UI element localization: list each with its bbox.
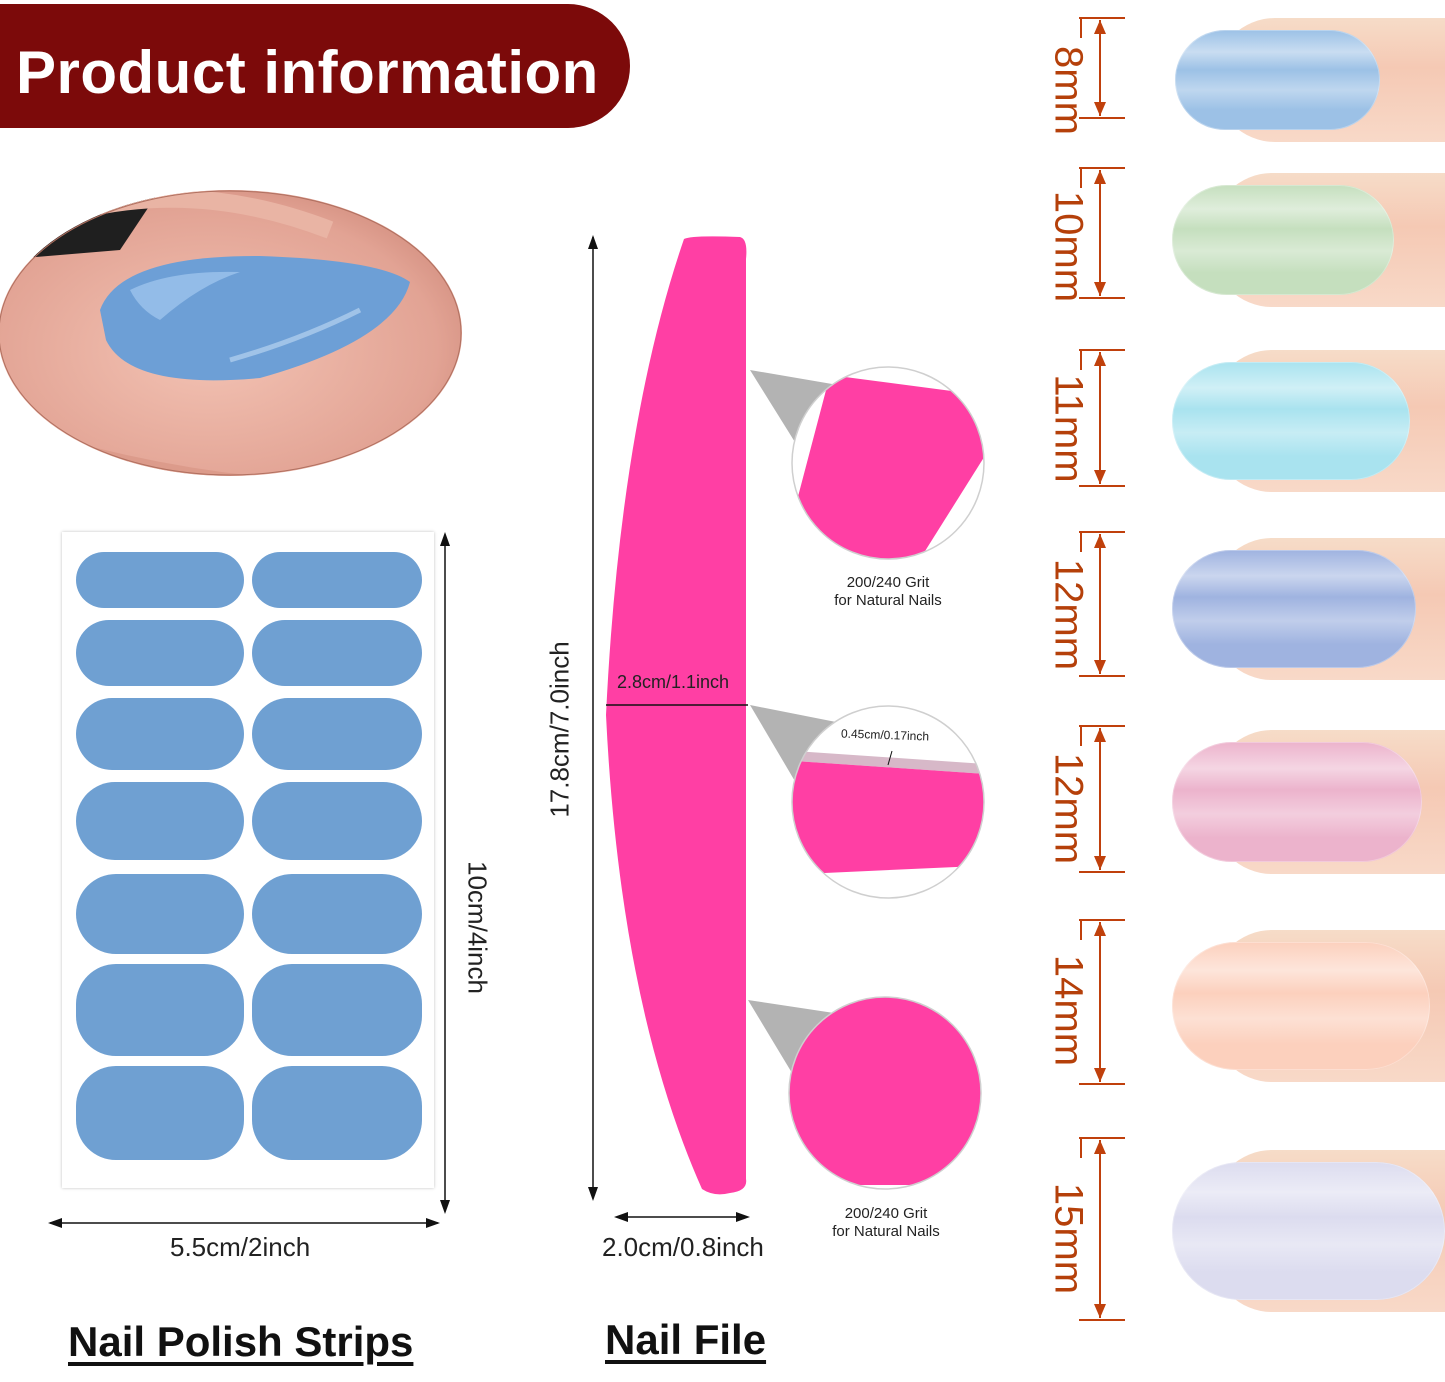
size-arrow (1079, 531, 1125, 677)
nail-strip (76, 620, 244, 686)
nail-swatch (1172, 362, 1410, 480)
size-label: 14mm (1046, 954, 1091, 1067)
size-arrow (1079, 17, 1125, 119)
sheet-height-label: 10cm/4inch (462, 861, 493, 994)
size-arrow (1079, 1137, 1125, 1321)
grit-label-bottom: 200/240 Grit for Natural Nails (818, 1205, 954, 1241)
nail-strip (76, 698, 244, 770)
nail-strip (252, 698, 422, 770)
grit-label-top-line1: 200/240 Grit (846, 574, 930, 591)
nail-strip (252, 620, 422, 686)
size-label: 12mm (1046, 752, 1091, 865)
grit-label-bottom-line1: 200/240 Grit (844, 1205, 928, 1222)
grit-label-bottom-line2: for Natural Nails (832, 1223, 940, 1240)
size-label: 11mm (1046, 374, 1091, 483)
nail-swatch (1172, 550, 1416, 668)
size-arrow (1079, 349, 1125, 487)
nail-swatch (1172, 185, 1394, 295)
nail-strip (252, 1066, 422, 1160)
size-label: 12mm (1046, 558, 1091, 671)
size-label: 15mm (1046, 1182, 1091, 1295)
nail-swatch (1172, 942, 1430, 1070)
nail-strip (252, 782, 422, 860)
nail-strip (252, 874, 422, 954)
page-title: Product information (16, 39, 599, 106)
grit-label-top-line2: for Natural Nails (834, 592, 942, 609)
nail-strip (76, 874, 244, 954)
grit-label-top: 200/240 Grit for Natural Nails (820, 574, 956, 610)
strips-heading: Nail Polish Strips (68, 1318, 414, 1365)
file-heading: Nail File (605, 1316, 767, 1363)
nail-swatch (1175, 30, 1380, 130)
sheet-dimension-arrows (48, 532, 450, 1228)
nail-strip (76, 552, 244, 608)
strip-sheet (62, 532, 434, 1188)
size-arrow (1079, 919, 1125, 1085)
nail-strip (76, 782, 244, 860)
size-arrow (1079, 725, 1125, 873)
nail-strip (76, 1066, 244, 1160)
nail-photo (0, 190, 462, 476)
nail-strip (252, 552, 422, 608)
file-end-width-label: 2.0cm/0.8inch (602, 1232, 764, 1262)
size-label: 8mm (1046, 46, 1091, 135)
file-length-label: 17.8cm/7.0inch (544, 641, 575, 818)
sheet-width-label: 5.5cm/2inch (170, 1232, 311, 1262)
nail-strip (252, 964, 422, 1056)
size-arrow (1079, 167, 1125, 299)
nail-file-diagram (588, 235, 985, 1222)
file-width-label: 2.8cm/1.1inch (617, 672, 730, 692)
nail-swatch (1172, 742, 1422, 862)
title-banner: Product information (0, 4, 630, 128)
size-label: 10mm (1046, 190, 1091, 303)
nail-swatch (1172, 1162, 1445, 1300)
nail-strip (76, 964, 244, 1056)
